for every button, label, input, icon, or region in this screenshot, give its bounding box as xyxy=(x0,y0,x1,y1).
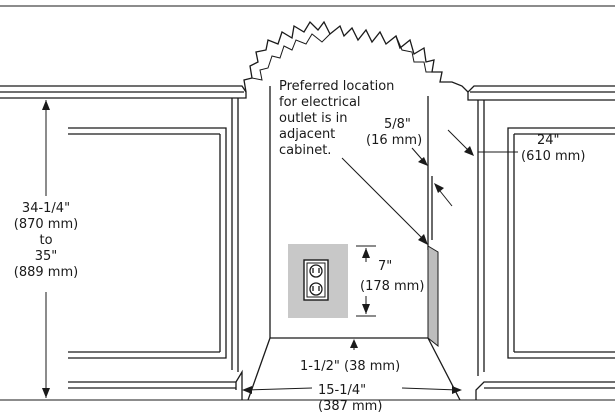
side-gap-imperial: 5/8" xyxy=(384,117,411,132)
depth-imperial: 24" xyxy=(537,133,560,148)
height-label-metric-min: (870 mm) xyxy=(14,217,78,232)
side-gap-arrows xyxy=(411,147,453,207)
width-metric: (387 mm) xyxy=(318,399,382,414)
width-dimension xyxy=(242,386,462,394)
outlet-note-line-5: cabinet. xyxy=(279,143,331,158)
depth-metric: (610 mm) xyxy=(521,149,585,164)
outlet xyxy=(288,244,348,318)
depth-arrow xyxy=(447,129,518,156)
outlet-note-line-2: for electrical xyxy=(279,95,361,110)
outlet-height-metric: (178 mm) xyxy=(360,279,424,294)
height-label-imperial-max: 35" xyxy=(35,249,58,264)
outlet-note-line-4: adjacent xyxy=(279,127,335,142)
side-gap-metric: (16 mm) xyxy=(366,133,422,148)
cabinet-opening xyxy=(243,20,469,401)
side-panel xyxy=(427,245,439,348)
height-label-to: to xyxy=(39,233,52,248)
outlet-note-leader xyxy=(341,157,428,245)
width-imperial: 15-1/4" xyxy=(318,383,366,398)
right-cabinet xyxy=(467,85,615,400)
outlet-height-imperial: 7" xyxy=(378,259,392,274)
height-label-imperial-min: 34-1/4" xyxy=(22,201,70,216)
floor-gap-arrow xyxy=(350,339,358,350)
outlet-note-line-1: Preferred location xyxy=(279,79,394,94)
duplex-outlet-icon xyxy=(303,259,329,301)
outlet-note-line-3: outlet is in xyxy=(279,111,348,126)
floor-gap-label: 1-1/2" (38 mm) xyxy=(300,359,400,374)
left-cabinet xyxy=(0,85,247,400)
outlet-height-dimension xyxy=(356,245,376,317)
height-label-metric-max: (889 mm) xyxy=(14,265,78,280)
